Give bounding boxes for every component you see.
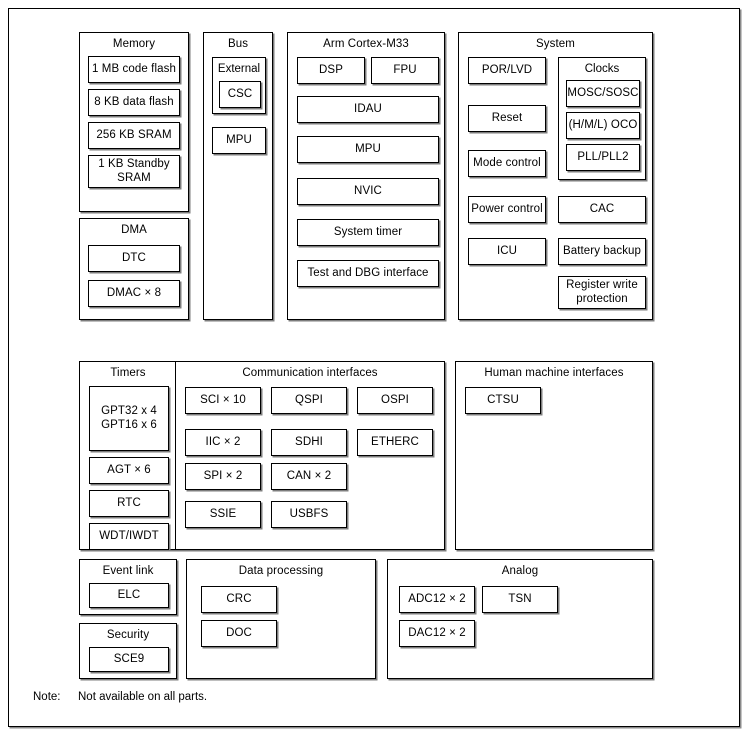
group-bus-title: Bus [227,38,249,50]
block-sdhi[interactable]: SDHI [271,429,347,456]
group-analog: Analog ADC12 × 2 TSN DAC12 × 2 [387,559,653,679]
block-fpu[interactable]: FPU [371,57,439,84]
subgroup-clocks-title: Clocks [584,63,620,75]
block-dmac[interactable]: DMAC × 8 [88,280,180,307]
block-data-flash[interactable]: 8 KB data flash [88,89,180,116]
group-event-link: Event link ELC [79,559,177,615]
block-elc[interactable]: ELC [89,583,169,608]
block-test-dbg-interface[interactable]: Test and DBG interface [297,260,439,287]
block-icu[interactable]: ICU [468,238,546,265]
block-power-control[interactable]: Power control [468,196,546,223]
block-adc12[interactable]: ADC12 × 2 [399,586,475,613]
block-wdt-iwdt[interactable]: WDT/IWDT [89,523,169,550]
group-cpu: Arm Cortex-M33 DSP FPU IDAU MPU NVIC Sys… [287,32,445,320]
subgroup-external: External CSC [212,57,266,114]
block-mosc-sosc[interactable]: MOSC/SOSC [566,80,640,107]
subgroup-external-title: External [217,63,261,75]
block-nvic[interactable]: NVIC [297,178,439,205]
group-analog-title: Analog [501,565,539,577]
block-pll[interactable]: PLL/PLL2 [566,144,640,171]
page-border [8,8,740,727]
block-etherc[interactable]: ETHERC [357,429,433,456]
block-oco[interactable]: (H/M/L) OCO [566,112,640,139]
group-data-processing: Data processing CRC DOC [186,559,376,679]
block-por-lvd[interactable]: POR/LVD [468,57,546,84]
subgroup-clocks: Clocks MOSC/SOSC (H/M/L) OCO PLL/PLL2 [558,57,646,180]
block-dsp[interactable]: DSP [297,57,365,84]
block-cpu-mpu[interactable]: MPU [297,136,439,163]
group-security: Security SCE9 [79,623,177,679]
block-spi[interactable]: SPI × 2 [185,463,261,490]
group-data-processing-title: Data processing [238,565,324,577]
block-ospi[interactable]: OSPI [357,387,433,414]
note-row: Note: Not available on all parts. [33,690,207,704]
group-hmi: Human machine interfaces CTSU [455,361,653,550]
group-security-title: Security [106,629,150,641]
group-system-title: System [536,38,575,50]
block-register-write-protection[interactable]: Register write protection [558,276,646,309]
block-dac12[interactable]: DAC12 × 2 [399,620,475,647]
group-bus: Bus External CSC MPU [203,32,273,320]
block-standby-sram[interactable]: 1 KB Standby SRAM [88,155,180,188]
block-iic[interactable]: IIC × 2 [185,429,261,456]
group-memory-title: Memory [112,38,156,50]
block-gpt[interactable]: GPT32 x 4 GPT16 x 6 [89,386,169,451]
block-system-timer[interactable]: System timer [297,219,439,246]
group-timers: Timers GPT32 x 4 GPT16 x 6 AGT × 6 RTC W… [79,361,177,550]
block-agt[interactable]: AGT × 6 [89,457,169,484]
block-battery-backup[interactable]: Battery backup [558,238,646,265]
block-rtc[interactable]: RTC [89,490,169,517]
block-sram[interactable]: 256 KB SRAM [88,122,180,149]
block-can[interactable]: CAN × 2 [271,463,347,490]
group-system: System POR/LVD Reset Mode control Power … [458,32,653,320]
group-dma: DMA DTC DMAC × 8 [79,218,189,320]
block-qspi[interactable]: QSPI [271,387,347,414]
group-dma-title: DMA [121,224,147,236]
group-communication-title: Communication interfaces [242,367,378,379]
block-idau[interactable]: IDAU [297,96,439,123]
block-cac[interactable]: CAC [558,196,646,223]
group-hmi-title: Human machine interfaces [484,367,624,379]
block-mode-control[interactable]: Mode control [468,150,546,177]
block-sce9[interactable]: SCE9 [89,647,169,672]
block-dtc[interactable]: DTC [88,245,180,272]
block-code-flash[interactable]: 1 MB code flash [88,56,180,83]
block-reset[interactable]: Reset [468,105,546,132]
block-crc[interactable]: CRC [201,586,277,613]
note-label: Note: [33,691,61,703]
note-text: Not available on all parts. [78,691,208,703]
group-cpu-title: Arm Cortex-M33 [323,38,409,50]
block-bus-mpu[interactable]: MPU [212,127,266,154]
block-usbfs[interactable]: USBFS [271,501,347,528]
group-event-link-title: Event link [102,565,154,577]
group-memory: Memory 1 MB code flash 8 KB data flash 2… [79,32,189,212]
group-timers-title: Timers [110,367,146,379]
block-ssie[interactable]: SSIE [185,501,261,528]
block-tsn[interactable]: TSN [482,586,558,613]
block-doc[interactable]: DOC [201,620,277,647]
block-csc[interactable]: CSC [219,81,261,108]
block-ctsu[interactable]: CTSU [465,387,541,414]
block-sci[interactable]: SCI × 10 [185,387,261,414]
group-communication: Communication interfaces SCI × 10 QSPI O… [175,361,445,550]
